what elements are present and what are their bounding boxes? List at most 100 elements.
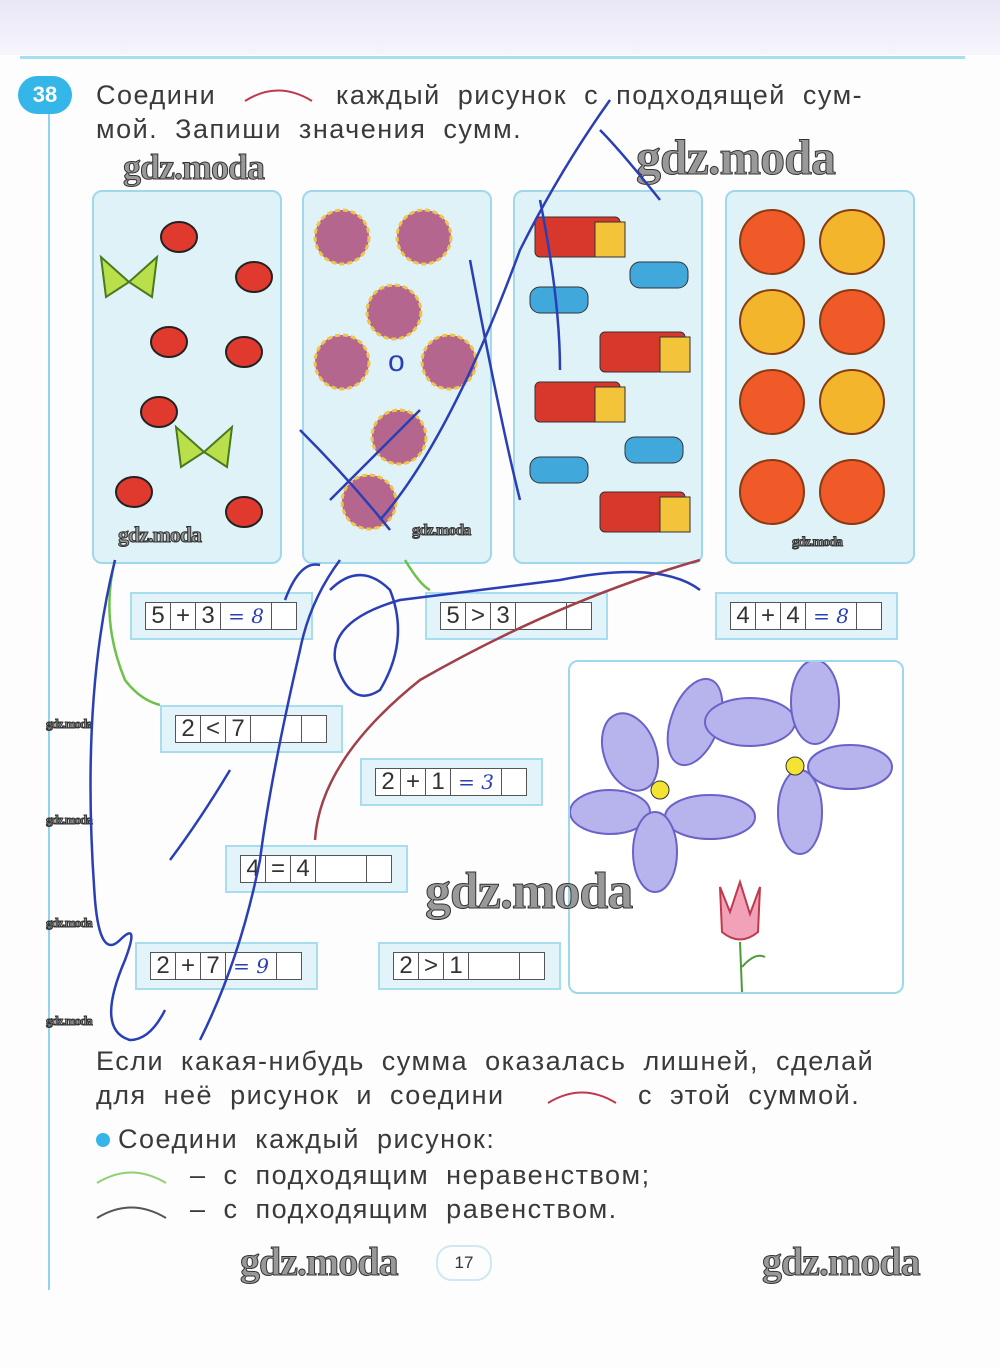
ladybug-icon (160, 221, 198, 253)
expression-b: 7 (200, 952, 226, 980)
handwritten-mark: o (388, 345, 405, 378)
button-icon (313, 333, 371, 391)
watermark: gdz.moda (424, 863, 633, 921)
answer-cell[interactable] (566, 602, 592, 630)
car-icon (624, 436, 684, 464)
ladybug-icon (115, 476, 153, 508)
margin-line (48, 100, 50, 1290)
page-number: 17 (436, 1245, 492, 1281)
divider (20, 56, 965, 59)
butterfly-icon (174, 424, 234, 469)
expression-box[interactable]: 2<7 (160, 705, 343, 753)
button-icon (370, 408, 428, 466)
ladybug-icon (150, 326, 188, 358)
watermark: gdz.moda (46, 915, 94, 931)
expression-a: 2 (150, 952, 176, 980)
expression-a: 5 (145, 602, 171, 630)
orange-icon (819, 459, 885, 525)
ladybug-icon (225, 336, 263, 368)
button-icon (365, 283, 423, 341)
instruction-text: каждый рисунок с подходящей сум- (336, 80, 864, 110)
car-icon (629, 261, 689, 289)
expression-op: = (265, 855, 291, 883)
legend-green-text: – с подходящим неравенством; (190, 1160, 651, 1190)
watermark: gdz.moda (762, 1239, 922, 1285)
answer-field[interactable] (515, 602, 567, 630)
answer-cell[interactable] (276, 952, 302, 980)
watermark: gdz.moda (636, 129, 837, 186)
decorative-header-band (0, 0, 1000, 55)
watermark: gdz.moda (122, 147, 265, 188)
orange-icon (819, 369, 885, 435)
answer-cell[interactable] (366, 855, 392, 883)
answer-cell[interactable] (501, 768, 527, 796)
expression-box[interactable]: 4=4 (225, 845, 408, 893)
expression-box[interactable]: 5+3= 8 (130, 592, 313, 640)
expression-b: 3 (490, 602, 516, 630)
green-arc-icon (96, 1171, 167, 1184)
watermark: gdz.moda (46, 1013, 94, 1029)
truck-cab (594, 221, 626, 258)
answer-cell[interactable] (271, 602, 297, 630)
expression-op: > (418, 952, 444, 980)
expression-b: 1 (443, 952, 469, 980)
expression-box[interactable]: 2>1 (378, 942, 561, 990)
expression-op: < (200, 715, 226, 743)
truck-cab (659, 496, 691, 533)
watermark: gdz.moda (117, 522, 202, 548)
expression-a: 2 (175, 715, 201, 743)
car-icon (529, 286, 589, 314)
gray-arc-icon (96, 1206, 167, 1219)
expression-a: 2 (393, 952, 419, 980)
expression-op: + (170, 602, 196, 630)
expression-box[interactable]: 2+1= 3 (360, 758, 543, 806)
answer-cell[interactable] (856, 602, 882, 630)
exercise-number: 38 (18, 76, 72, 114)
picture-ladybugs[interactable] (92, 190, 282, 564)
expression-b: 3 (195, 602, 221, 630)
drawn-flowers-picture[interactable] (568, 659, 904, 994)
button-icon (395, 208, 453, 266)
bullet-text: Соедини каждый рисунок: (118, 1124, 496, 1154)
expression-b: 1 (425, 768, 451, 796)
orange-icon (819, 209, 885, 275)
extra-instruction: Если какая-нибудь сумма оказалась лишней… (96, 1046, 875, 1076)
expression-b: 4 (290, 855, 316, 883)
answer-field[interactable]: = 8 (220, 602, 272, 630)
answer-field[interactable] (250, 715, 302, 743)
expression-a: 5 (440, 602, 466, 630)
expression-box[interactable]: 4+4= 8 (715, 592, 898, 640)
watermark: gdz.moda (240, 1239, 400, 1285)
answer-field[interactable]: = 3 (450, 768, 502, 796)
expression-box[interactable]: 2+7= 9 (135, 942, 318, 990)
ladybug-icon (235, 261, 273, 293)
watermark: gdz.moda (46, 716, 94, 732)
ladybug-icon (140, 396, 178, 428)
expression-a: 2 (375, 768, 401, 796)
truck-cab (594, 386, 626, 423)
picture-oranges[interactable] (725, 190, 915, 564)
orange-icon (739, 369, 805, 435)
flower-drawing (569, 659, 893, 993)
answer-field[interactable]: = 9 (225, 952, 277, 980)
extra-instruction-2a: для неё рисунок и соедини (96, 1080, 505, 1110)
expression-op: + (755, 602, 781, 630)
instruction-text-2: мой. Запиши значения сумм. (96, 114, 523, 144)
expression-box[interactable]: 5>3 (425, 592, 608, 640)
instruction-word: Соедини (96, 80, 217, 110)
watermark: gdz.moda (792, 535, 844, 551)
answer-cell[interactable] (301, 715, 327, 743)
answer-field[interactable] (468, 952, 520, 980)
answer-field[interactable] (315, 855, 367, 883)
truck-cab (659, 336, 691, 373)
answer-cell[interactable] (519, 952, 545, 980)
expression-b: 7 (225, 715, 251, 743)
legend-gray-text: – с подходящим равенством. (190, 1194, 618, 1224)
answer-field[interactable]: = 8 (805, 602, 857, 630)
expression-a: 4 (240, 855, 266, 883)
car-icon (529, 456, 589, 484)
extra-instruction-2b: с этой суммой. (638, 1080, 861, 1110)
expression-a: 4 (730, 602, 756, 630)
picture-vehicles[interactable] (513, 190, 703, 564)
